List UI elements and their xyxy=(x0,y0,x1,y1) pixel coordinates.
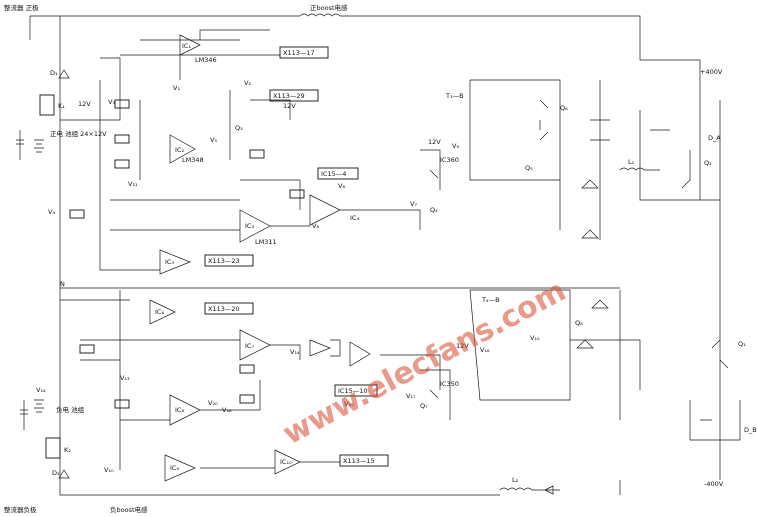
v6-label: V₆ xyxy=(312,222,319,230)
v15-label: V₁₅ xyxy=(530,334,540,342)
rectifier-negative-label: 整流器负极 xyxy=(4,505,37,514)
v8-label: V₈ xyxy=(338,182,345,190)
q4-label: Q₄ xyxy=(430,206,438,214)
ic5-label: IC₅ xyxy=(165,258,174,266)
top-rails xyxy=(29,13,720,301)
l2-label: L₂ xyxy=(512,476,519,484)
da-label: D_A xyxy=(708,134,721,142)
v19-label: V₁₉ xyxy=(344,400,354,408)
k1-label: K₁ xyxy=(58,102,65,110)
right-power-section xyxy=(420,79,741,495)
db-label: D_B xyxy=(744,426,757,434)
ic10-label: IC₁₀ xyxy=(280,458,292,466)
v12-ic360-label: 12V xyxy=(428,138,441,146)
d1-label: D₁ xyxy=(50,69,58,77)
chip-labels: IC₁ LM346 IC₂ LM348 IC₃ LM311 IC₄ IC₅ IC… xyxy=(155,42,459,472)
connector-x113-17: X113—17 xyxy=(283,49,315,57)
t3b-label: T₃—B xyxy=(445,92,464,100)
misc-labels: V₁ V₂ V₃ V₄ V₅ V₆ V₇ V₈ V₉ V₁₀ V₁₁ V₁₂ V… xyxy=(36,69,757,484)
plus-400v-label: +400V xyxy=(700,68,723,76)
k2-label: K₂ xyxy=(64,446,71,454)
ic360-label: IC360 xyxy=(440,156,459,164)
connector-ic15-4: IC15—4 xyxy=(321,170,346,178)
lm311-label: LM311 xyxy=(255,238,277,246)
ic9-label: IC₉ xyxy=(170,464,179,472)
q3-label: Q₃ xyxy=(235,124,243,132)
ic2-label: IC₂ xyxy=(175,146,184,154)
ic1-label: IC₁ xyxy=(182,42,191,50)
ic3-label: IC₃ xyxy=(245,222,254,230)
connector-ic15-10: IC15—10 xyxy=(338,387,368,395)
v5-label: V₅ xyxy=(210,136,217,144)
v12-ic350-label: 12V xyxy=(456,342,469,350)
connector-x113-23: X113—23 xyxy=(208,257,240,265)
ic7-label: IC₇ xyxy=(245,342,254,350)
v10-label: V₁₀ xyxy=(104,466,114,474)
v18-label: V₁₈ xyxy=(222,406,232,414)
lm346-label: LM346 xyxy=(195,56,217,64)
v1-label: V₁ xyxy=(173,84,180,92)
connector-x113-29: X113—29 xyxy=(273,92,305,100)
v20-label: V₂₀ xyxy=(208,399,218,407)
v12-upper-label: 12V xyxy=(78,100,91,108)
v17-label: V₁₇ xyxy=(406,392,416,400)
minus-400v-label: -400V xyxy=(704,480,724,488)
ic6-label: IC₆ xyxy=(155,308,164,316)
v16-label: V₁₆ xyxy=(480,346,490,354)
l1-label: L₁ xyxy=(628,158,635,166)
v9-label: V₉ xyxy=(452,142,459,150)
ic4-label: IC₄ xyxy=(350,214,359,222)
v12-ref-label: 12V xyxy=(283,102,296,110)
connector-boxes: X113—17 X113—29 X113—23 X113—20 X113—15 … xyxy=(204,46,389,467)
lm348-label: LM348 xyxy=(182,156,204,164)
boost-inductor-bottom-label: 负boost电感 xyxy=(110,505,148,514)
ic350-label: IC350 xyxy=(440,380,459,388)
q2-label: Q₂ xyxy=(704,159,712,167)
connector-x113-20: X113—20 xyxy=(208,305,240,313)
positive-battery-label: 正电 池组 24×12V xyxy=(50,129,107,138)
q5-label: Q₅ xyxy=(525,164,533,172)
connector-x113-15: X113—15 xyxy=(343,457,375,465)
v13-label: V₁₃ xyxy=(120,374,130,382)
d2-label: D₂ xyxy=(52,469,60,477)
v14-label: V₁₄ xyxy=(290,348,300,356)
v11-label: V₁₁ xyxy=(128,180,138,188)
v12-label: V₁₂ xyxy=(36,386,46,394)
q6-label: Q₆ xyxy=(560,104,568,112)
q8-label: Q₈ xyxy=(575,319,583,327)
t4b-label: T₄—B xyxy=(481,296,500,304)
upper-control-section xyxy=(69,29,421,275)
watermark: www.elecfans.com xyxy=(277,273,572,452)
v3-label: V₃ xyxy=(108,98,115,106)
negative-battery-label: 负电 池组 xyxy=(56,405,85,414)
v4-label: V₄ xyxy=(48,208,55,216)
transistor-labels: Q₁ Q₂ Q₃ Q₄ Q₅ Q₆ Q₇ Q₈ xyxy=(235,104,746,410)
q7-label: Q₇ xyxy=(420,402,428,410)
boost-inductor-top-label: 正boost电感 xyxy=(310,3,348,12)
v7-label: V₇ xyxy=(410,200,417,208)
ic8-label: IC₈ xyxy=(175,406,184,414)
q1-label: Q₁ xyxy=(738,340,746,348)
negative-battery-group xyxy=(20,300,500,496)
lower-control-section xyxy=(79,290,441,482)
rectifier-positive-label: 整流器 正极 xyxy=(4,3,39,12)
neutral-label: N xyxy=(60,280,65,288)
positive-battery-group xyxy=(16,69,70,160)
v2-label: V₂ xyxy=(244,79,251,87)
